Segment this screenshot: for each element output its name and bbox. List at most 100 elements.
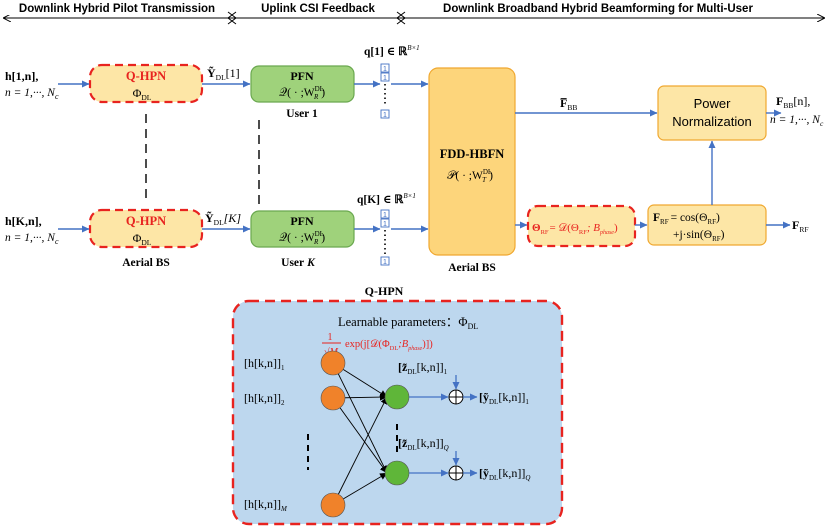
svg-text:q[1] ∈ ℝB×1: q[1] ∈ ℝB×1 [364, 44, 420, 58]
pfn-top-end: ) [321, 87, 325, 99]
yQ-sub2: Q [525, 474, 530, 482]
svg-text:[z̃DL[k,n]]1: [z̃DL[k,n]]1 [398, 360, 448, 376]
y1-symbol: [ỹ [479, 390, 489, 404]
svg-text:ỸDL[1]: ỸDL[1] [207, 66, 240, 82]
out-fbb-idx: [n], [793, 94, 810, 108]
power-line2: Normalization [672, 114, 751, 129]
fbb-bar-sub: BB [567, 103, 577, 112]
y-top-idx: [1] [226, 66, 240, 80]
bit-cell: 1 [380, 218, 390, 228]
aerial-bs-label-right: Aerial BS [448, 262, 496, 274]
svg-text:ΦDL: ΦDL [133, 231, 152, 247]
input-bottom-h: h[K,n], [5, 214, 42, 228]
bit-cell: 1 [380, 72, 390, 82]
theta-lhs-sub: RF [541, 229, 549, 236]
svg-text:[h[k,n]]2: [h[k,n]]2 [244, 391, 285, 407]
weight-expr: exp(j[𝒟(Φ [345, 338, 390, 350]
frf-l2-end: ) [721, 229, 725, 241]
zQ-symbol: [z̃ [398, 436, 408, 450]
input-top-h: h[1,n], [5, 69, 38, 83]
svg-text:h[K,n],: h[K,n], [5, 214, 42, 228]
input-bottom: h[K,n], n = 1,···, Nc [5, 214, 59, 246]
q-bottom-sup: B×1 [403, 192, 416, 200]
hbfn-sup: DL [483, 168, 492, 176]
hbfn-end: ) [489, 170, 493, 182]
svg-text:1: 1 [383, 75, 387, 82]
y-top-sub: DL [216, 73, 226, 82]
qhpn-bottom-param: Φ [133, 231, 142, 245]
theta-box: ΘRF= 𝒟(ΘRF; Bphase) [526, 204, 637, 248]
out-frf-sub: RF [799, 225, 808, 234]
out-fbb-range: n = 1,···, N [770, 114, 821, 126]
stage-label-pilot: Downlink Hybrid Pilot Transmission [19, 3, 215, 15]
svg-text:1: 1 [383, 112, 387, 119]
z1-idx: [k,n]] [417, 360, 444, 374]
fbb-bar-symbol: F̅ [560, 96, 568, 110]
svg-text:[h[k,n]]M: [h[k,n]]M [244, 497, 288, 513]
svg-text:[ỹDL[k,n]]Q: [ỹDL[k,n]]Q [479, 466, 530, 482]
detail-learnable: Learnable parameters：Φ [338, 315, 468, 329]
stage-header: Downlink Hybrid Pilot Transmission Uplin… [4, 1, 824, 25]
out-fbb-range-sub: c [820, 119, 824, 128]
bit-cell: 1 [380, 63, 390, 73]
network-edge [332, 397, 388, 474]
adder-icon [448, 389, 464, 405]
svg-text:F̅BB: F̅BB [560, 96, 578, 112]
pfn-bottom-sub: R [313, 238, 319, 246]
detail-in1-sub: 1 [281, 364, 285, 372]
svg-text:1: 1 [383, 66, 387, 73]
pfn-top-sup: DL [315, 85, 324, 93]
adder-icon [448, 465, 464, 481]
bit-cell: 1 [380, 256, 390, 266]
stage-label-beamforming: Downlink Broadband Hybrid Beamforming fo… [443, 3, 753, 15]
detail-in1: [h[k,n]] [244, 356, 281, 370]
z1-sub: DL [407, 368, 416, 376]
theta-rhs-end: ) [614, 222, 618, 234]
pfn-top-title: PFN [290, 69, 314, 83]
theta-rhs-mid: ; B [587, 222, 600, 234]
out-fbb-sub: BB [783, 101, 793, 110]
user-bottom-var: K [306, 257, 316, 269]
qhpn-top-param: Φ [133, 86, 142, 100]
svg-text:FRF= cos(ΘRF): FRF= cos(ΘRF) [653, 212, 720, 226]
zQ-sub2: Q [444, 444, 449, 452]
pfn-top-sub: R [313, 93, 319, 101]
output-node [384, 460, 410, 486]
weight-mid: ;B [398, 339, 408, 350]
theta-rhs-sub2: phase [599, 230, 614, 236]
input-top-n-sub: c [55, 92, 59, 101]
bit-cell: 1 [380, 209, 390, 219]
input-node [320, 492, 346, 518]
detail-inM-sub: M [280, 505, 288, 513]
input-top-n: n = 1,···, N [5, 87, 56, 99]
hbfn-title: FDD-HBFN [440, 147, 505, 161]
q-top-sup: B×1 [407, 44, 420, 52]
weight-sub2: phase [407, 346, 422, 352]
user-bottom-label: User [281, 257, 304, 269]
pfn-bottom-title: PFN [290, 214, 314, 228]
power-line1: Power [694, 96, 732, 111]
svg-text:1: 1 [383, 221, 387, 228]
input-node [320, 385, 346, 411]
bit-stacks: 1 1 1 1 1 1 [380, 63, 390, 266]
yQ-symbol: [ỹ [479, 466, 489, 480]
svg-text:1: 1 [383, 212, 387, 219]
bit-cell: 1 [380, 109, 390, 119]
aerial-bs-label-left: Aerial BS [122, 257, 170, 269]
zQ-sub: DL [407, 444, 416, 452]
user-top-label: User 1 [286, 108, 318, 120]
y1-idx: [k,n]] [498, 390, 525, 404]
network-edge [332, 396, 388, 506]
svg-text:exp(j[𝒟(ΦDL;Bphase)]): exp(j[𝒟(ΦDL;Bphase)]) [345, 338, 433, 352]
pfn-top-func: 𝒬( · ;W [279, 87, 315, 99]
svg-text:[h[k,n]]1: [h[k,n]]1 [244, 356, 285, 372]
input-top: h[1,n], n = 1,···, Nc [5, 69, 59, 101]
qhpn-top-title: Q-HPN [126, 69, 166, 83]
y-bottom-symbol: Ỹ [205, 211, 214, 225]
z1-symbol: [z̃ [398, 360, 408, 374]
